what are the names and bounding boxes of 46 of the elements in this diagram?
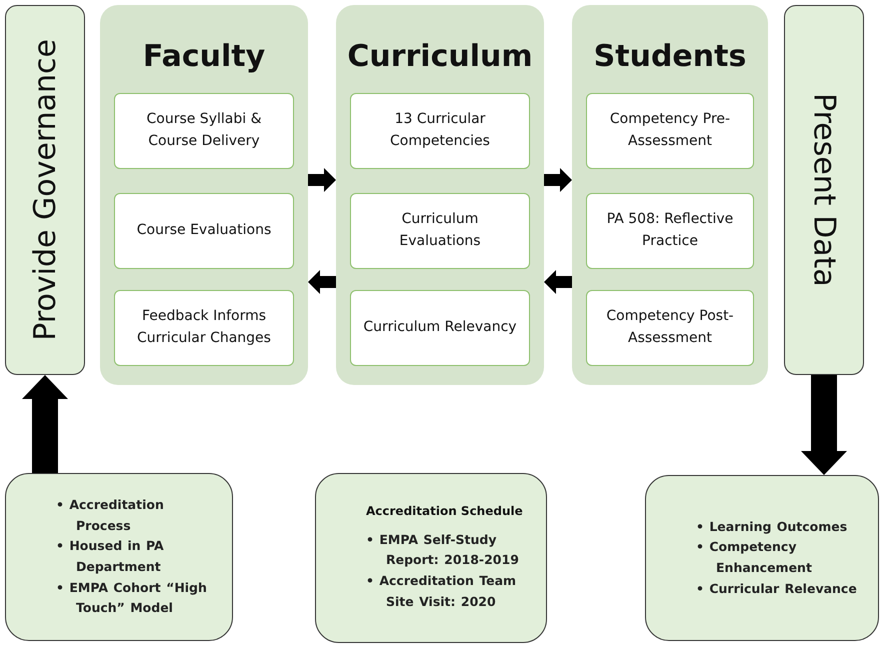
note-box: [645, 475, 879, 641]
box-label: PA 508: Reflective Practice: [606, 210, 734, 251]
note-box: [5, 473, 233, 641]
bullet-item: • Curricular Relevance: [696, 580, 858, 598]
bullet-item: • EMPA Cohort “High Touch” Model: [56, 578, 208, 618]
box-label: Course Syllabi & Course Delivery: [145, 110, 262, 151]
bullet-item: • Accreditation Process: [56, 496, 165, 535]
bullet-item: • EMPA Self-Study Report: 2018-2019: [366, 530, 520, 570]
box-label: Course Evaluations: [136, 221, 272, 240]
box-label: Competency Post-Assessment: [605, 307, 735, 348]
box-label: Curriculum Evaluations: [398, 210, 482, 251]
block-arrow: [308, 270, 336, 294]
vertical-label: Provide Governance: [28, 39, 62, 341]
column-heading: Faculty: [142, 39, 266, 74]
bullet-item: • Learning Outcomes: [696, 518, 848, 536]
bullet-item: • Housed in PA Department: [56, 537, 165, 576]
process-box: [586, 93, 754, 169]
label-box: [784, 5, 864, 375]
box-heading: Accreditation Schedule: [366, 504, 524, 518]
process-box: [350, 290, 530, 366]
block-arrow: [801, 375, 847, 475]
process-box: [350, 193, 530, 269]
box-label: Feedback Informs Curricular Changes: [136, 307, 272, 348]
process-box: [114, 193, 294, 269]
label-box: [5, 5, 85, 375]
vertical-label: Present Data: [806, 93, 842, 287]
process-box: [586, 193, 754, 269]
column-panel: [336, 5, 544, 385]
block-arrow: [544, 270, 572, 294]
block-arrow: [22, 375, 68, 473]
process-box: [114, 290, 294, 366]
column-panel: [100, 5, 308, 385]
note-box: [315, 473, 547, 643]
column-heading: Students: [592, 39, 748, 74]
bullet-item: • Accreditation Team Site Visit: 2020: [366, 572, 518, 611]
block-arrow: [308, 168, 336, 192]
process-box: [586, 290, 754, 366]
box-label: 13 Curricular Competencies: [389, 110, 491, 151]
bullet-item: • Competency Enhancement: [696, 538, 813, 577]
box-label: Competency Pre-Assessment: [608, 110, 732, 151]
column-heading: Curriculum: [346, 39, 534, 74]
block-arrow: [544, 168, 572, 192]
box-label: Curriculum Relevancy: [363, 318, 517, 338]
column-panel: [572, 5, 768, 385]
process-box: [114, 93, 294, 169]
process-box: [350, 93, 530, 169]
